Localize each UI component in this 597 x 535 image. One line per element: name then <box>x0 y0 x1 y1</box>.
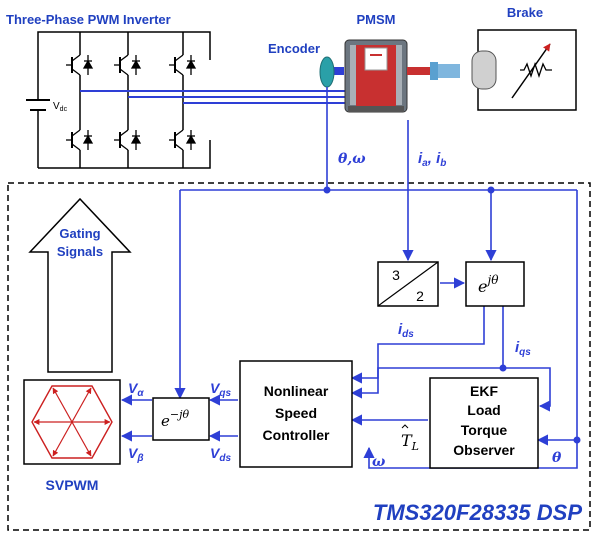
dsp-label: TMS320F28335 DSP <box>373 500 582 525</box>
gating-line1: Gating <box>59 226 100 241</box>
inverter-title: Three-Phase PWM Inverter <box>6 12 171 27</box>
iqs-label: iqs <box>515 339 531 358</box>
inverse-park-block: e−jθ <box>152 397 210 441</box>
clarke-transform-block: 3 2 <box>377 261 439 307</box>
rot-exp: jθ <box>484 273 499 287</box>
svpwm-block: SVPWM <box>23 379 121 493</box>
ids-label: ids <box>398 321 414 340</box>
controller-line3: Controller <box>263 427 330 443</box>
vqs-label: Vqs <box>210 380 231 399</box>
rot-base: e <box>478 277 487 296</box>
vds-label: Vds <box>210 445 231 464</box>
svpwm-label: SVPWM <box>46 477 99 493</box>
brake-label: Brake <box>507 5 543 20</box>
brake <box>471 29 577 111</box>
controller-line2: Speed <box>275 405 317 421</box>
svpwm-hexagon <box>31 385 113 459</box>
inv-rot-exp: −jθ <box>170 408 190 421</box>
controller-line1: Nonlinear <box>264 383 329 399</box>
inv-rot-base: e <box>161 412 170 430</box>
omega-label: ω <box>372 454 386 470</box>
vdc-label: Vdc <box>53 101 68 113</box>
conv-bottom: 2 <box>416 288 424 304</box>
load-torque-estimate-label: TL <box>401 424 419 453</box>
park-transform-block: ejθ <box>465 261 525 307</box>
gating-signals-arrow: Gating Signals <box>28 197 132 373</box>
igbt-switches <box>66 54 197 151</box>
dsp-boundary <box>7 182 591 531</box>
encoder-disc <box>319 56 335 88</box>
vbeta-label: Vβ <box>128 445 144 464</box>
current-ab-label: ia, ib <box>418 150 446 169</box>
svg-text:ejθ: ejθ <box>478 273 499 296</box>
ekf-line1: EKF <box>470 383 498 399</box>
conv-top: 3 <box>392 267 400 283</box>
valpha-label: Vα <box>128 380 144 399</box>
phase-lines <box>80 90 355 104</box>
gating-line2: Signals <box>57 244 103 259</box>
svg-text:TL: TL <box>401 431 419 453</box>
ekf-line3: Torque <box>461 422 508 438</box>
nonlinear-speed-controller: Nonlinear Speed Controller <box>239 360 353 468</box>
ekf-observer: EKF Load Torque Observer <box>429 377 539 469</box>
encoder-label: Encoder <box>268 41 320 56</box>
junction-dots <box>323 186 581 444</box>
theta-omega-label: θ,ω <box>338 151 366 167</box>
ekf-line2: Load <box>467 402 500 418</box>
pmsm-label: PMSM <box>357 12 396 27</box>
svg-text:e−jθ: e−jθ <box>161 408 190 430</box>
pmsm-motor <box>319 39 460 113</box>
theta-label: θ <box>552 450 562 466</box>
ekf-line4: Observer <box>453 442 515 458</box>
